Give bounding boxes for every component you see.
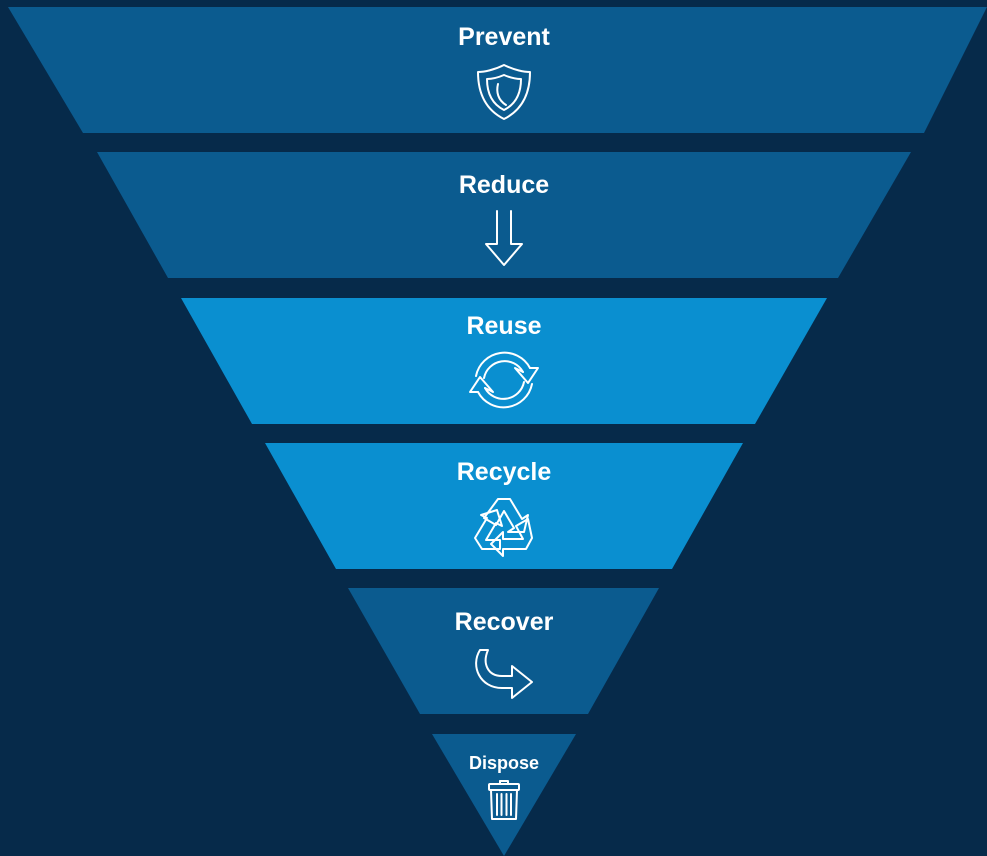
tier-recover: Recover xyxy=(348,588,659,714)
tier-prevent-band xyxy=(8,7,987,133)
down-arrow-icon xyxy=(485,210,523,266)
tier-dispose-label: Dispose xyxy=(469,753,539,773)
tier-recycle-band xyxy=(265,443,743,569)
shield-icon xyxy=(477,64,531,120)
tier-reduce-label: Reduce xyxy=(459,171,549,199)
recycle-icon xyxy=(474,498,533,557)
tier-reduce: Reduce xyxy=(97,152,911,278)
tier-recover-label: Recover xyxy=(455,608,554,636)
tier-prevent: Prevent xyxy=(8,7,987,133)
refresh-icon xyxy=(469,351,539,409)
tier-prevent-label: Prevent xyxy=(458,23,550,51)
curved-arrow-icon xyxy=(475,649,533,699)
trash-icon xyxy=(488,780,520,820)
tier-recycle-label: Recycle xyxy=(457,458,552,486)
tier-reduce-band xyxy=(97,152,911,278)
tier-reuse-label: Reuse xyxy=(466,312,541,340)
tier-recycle: Recycle xyxy=(265,443,743,569)
tier-dispose-band xyxy=(432,734,576,856)
tier-recover-band xyxy=(348,588,659,714)
tier-reuse: Reuse xyxy=(181,298,827,424)
tier-dispose: Dispose xyxy=(432,734,576,856)
